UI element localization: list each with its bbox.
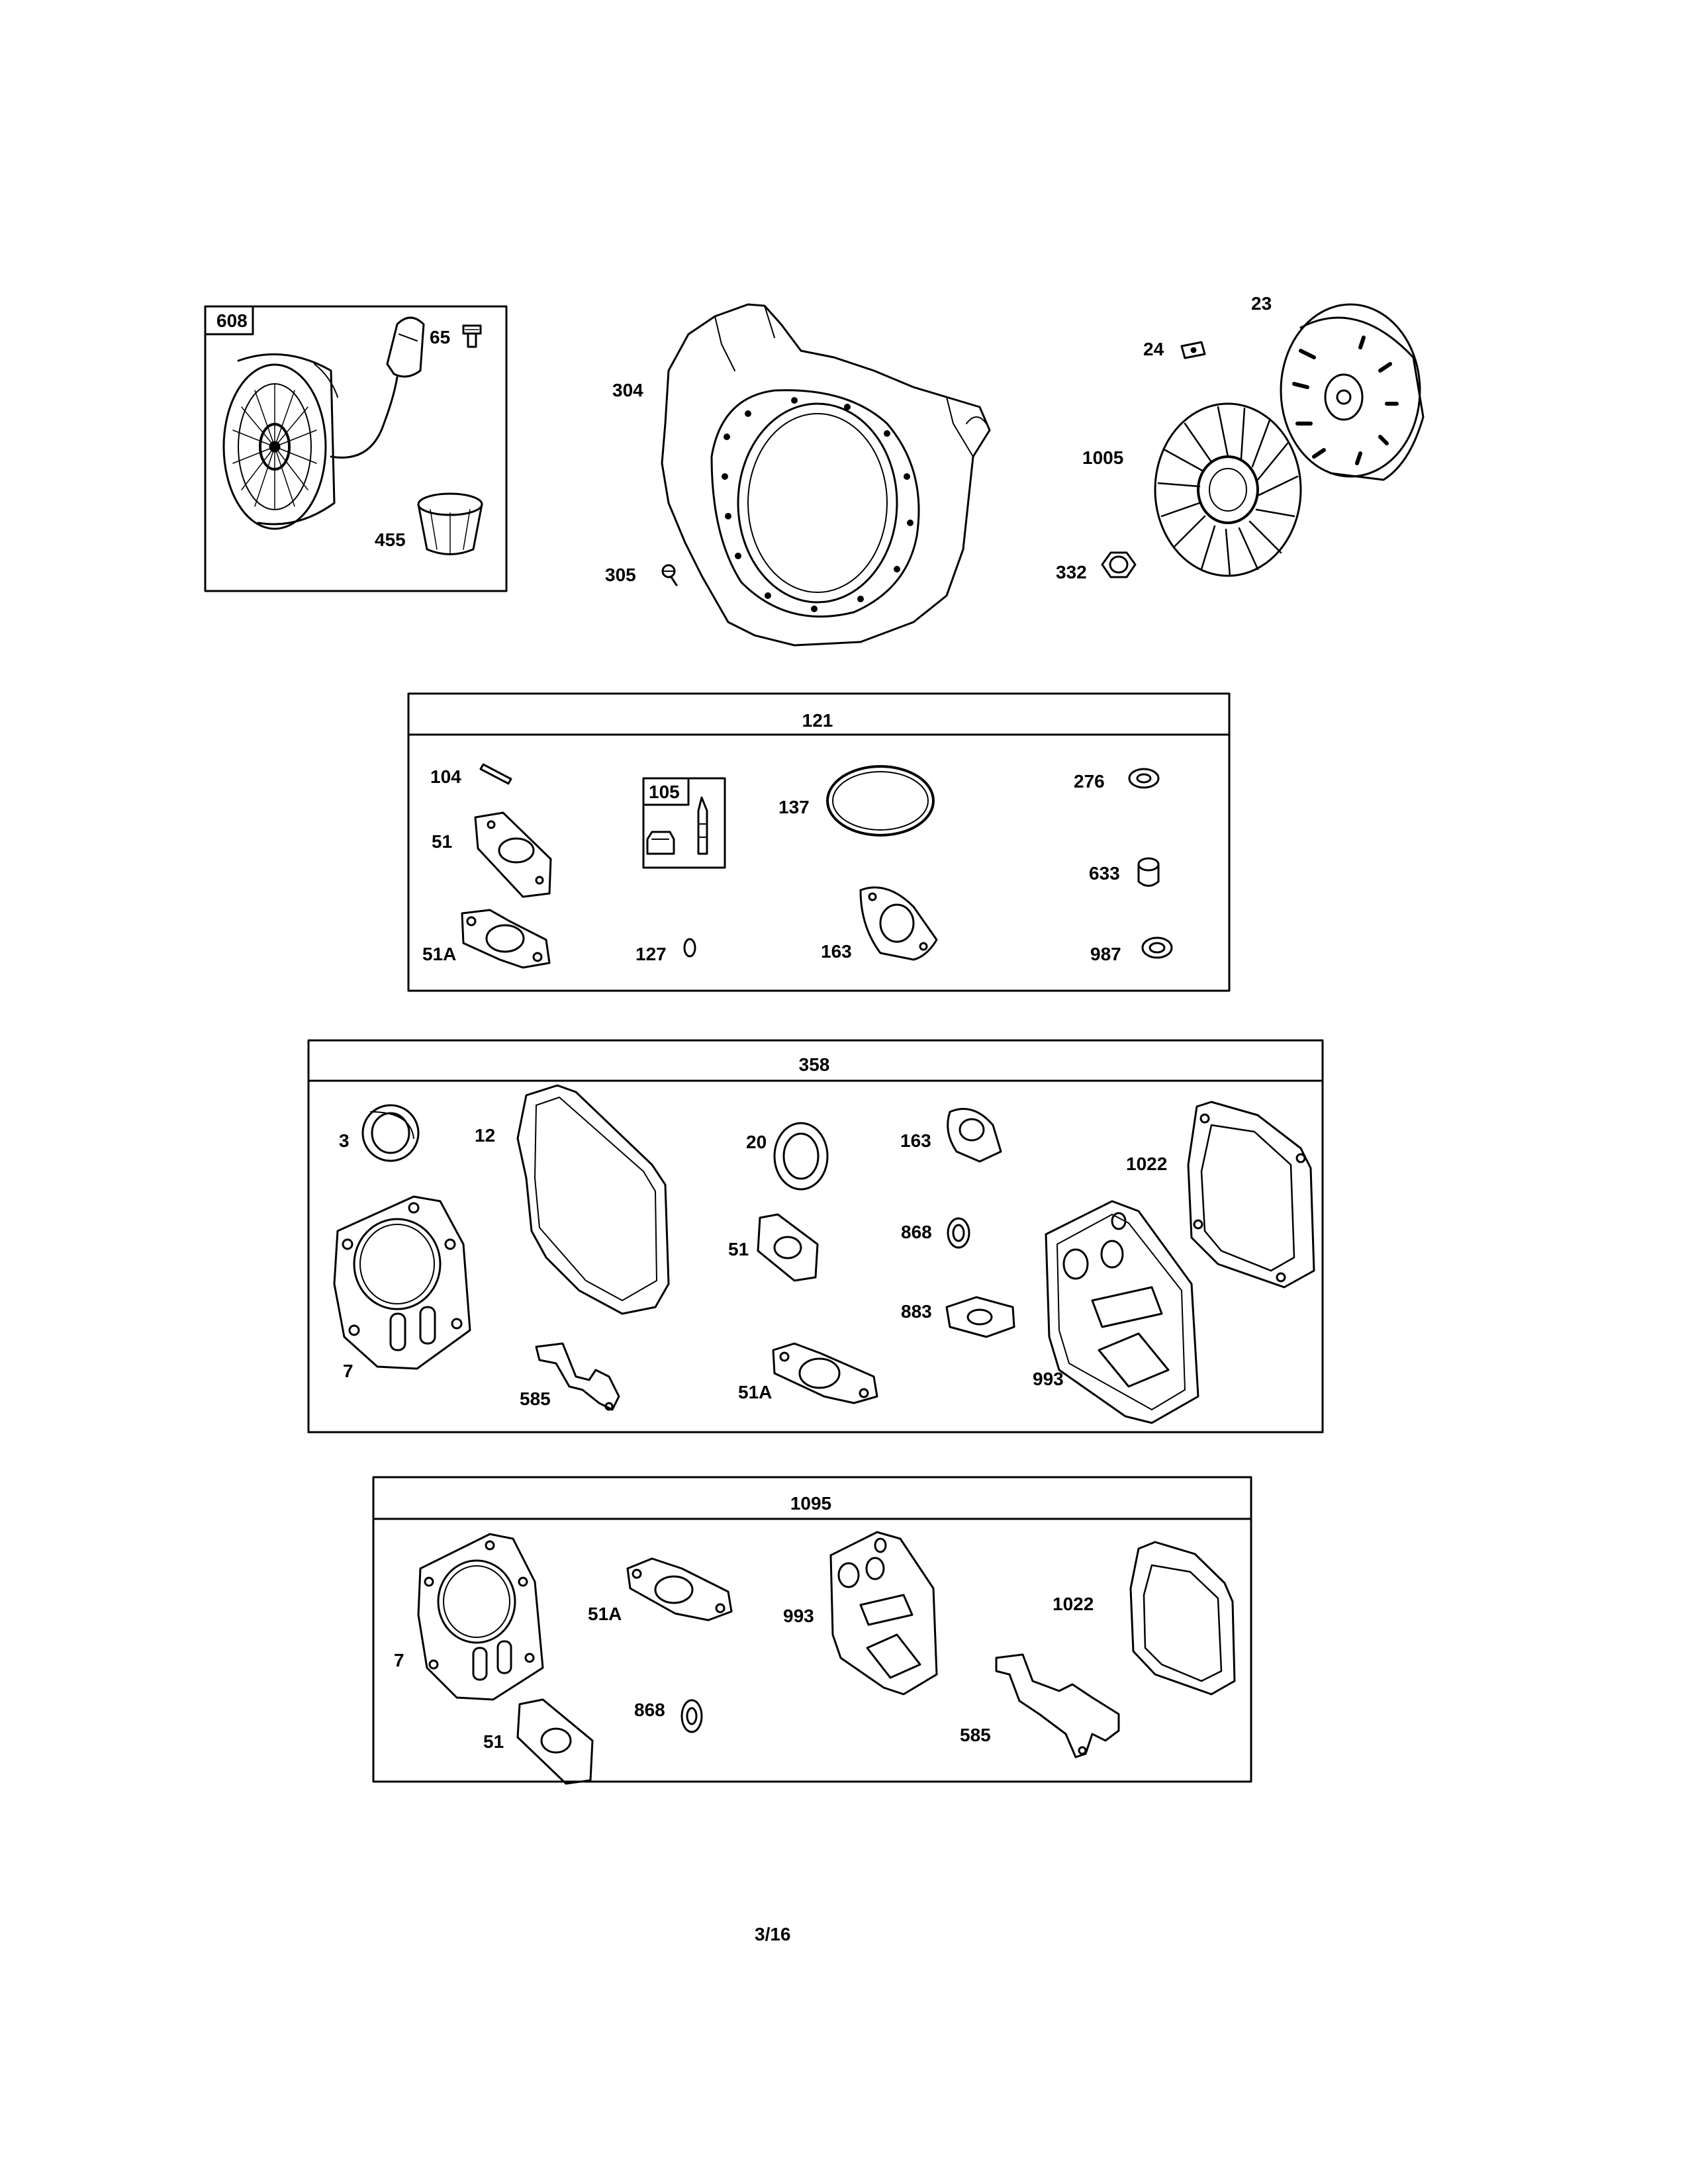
part-label-1005: 1005 bbox=[1082, 447, 1124, 468]
starter-box-number: 608 bbox=[216, 310, 248, 331]
kit-1095-parts-drawing bbox=[417, 1531, 1236, 1785]
recoil-starter-drawing bbox=[222, 316, 425, 530]
part-label-127: 127 bbox=[635, 944, 667, 964]
fan-1005-drawing bbox=[1154, 402, 1302, 577]
part-label-987: 987 bbox=[1090, 944, 1121, 964]
kit-1095-title: 1095 bbox=[790, 1493, 832, 1514]
part-label-51-1095: 51 bbox=[483, 1731, 504, 1752]
cup-455-drawing bbox=[417, 492, 483, 555]
part-label-883: 883 bbox=[901, 1301, 932, 1322]
part-label-3: 3 bbox=[339, 1130, 350, 1151]
blower-housing-drawing bbox=[661, 303, 991, 647]
key-24-drawing bbox=[1180, 341, 1206, 359]
part-label-1022: 1022 bbox=[1126, 1154, 1168, 1174]
screw-305-drawing bbox=[661, 564, 678, 586]
kit-121-title: 121 bbox=[802, 710, 833, 731]
flywheel-23-drawing bbox=[1280, 303, 1425, 481]
part-label-104: 104 bbox=[430, 766, 461, 787]
starter-box bbox=[204, 305, 508, 592]
part-label-24: 24 bbox=[1143, 339, 1164, 359]
kit-358-box bbox=[307, 1039, 1324, 1433]
part-label-137: 137 bbox=[778, 797, 810, 817]
part-label-585: 585 bbox=[520, 1388, 551, 1409]
part-label-51a: 51A bbox=[422, 944, 457, 964]
part-label-51-358: 51 bbox=[728, 1239, 749, 1259]
kit-121-inner-box-number: 105 bbox=[649, 782, 680, 802]
part-label-304: 304 bbox=[612, 380, 643, 400]
kit-358-parts-drawing bbox=[333, 1084, 1315, 1424]
part-label-51a-1095: 51A bbox=[588, 1604, 622, 1624]
part-label-633: 633 bbox=[1089, 863, 1120, 884]
part-label-868-1095: 868 bbox=[634, 1700, 665, 1720]
part-label-1022-1095: 1022 bbox=[1053, 1594, 1094, 1614]
kit-1095-box bbox=[372, 1476, 1252, 1783]
part-label-993-1095: 993 bbox=[783, 1606, 814, 1626]
part-label-993: 993 bbox=[1033, 1369, 1064, 1389]
part-label-332: 332 bbox=[1056, 562, 1087, 582]
part-label-7-1095: 7 bbox=[394, 1650, 404, 1670]
part-label-163: 163 bbox=[821, 941, 852, 962]
part-label-51a-358: 51A bbox=[738, 1382, 773, 1402]
part-label-65: 65 bbox=[430, 327, 451, 347]
part-label-7: 7 bbox=[343, 1361, 353, 1381]
kit-121-box bbox=[407, 692, 1231, 992]
bolt-65-drawing bbox=[462, 324, 482, 348]
part-label-305: 305 bbox=[605, 565, 636, 585]
part-label-12: 12 bbox=[475, 1125, 496, 1146]
part-label-51: 51 bbox=[432, 831, 453, 852]
part-label-163-358: 163 bbox=[900, 1130, 931, 1151]
page-number: 3/16 bbox=[755, 1924, 791, 1944]
nut-332-drawing bbox=[1101, 551, 1137, 578]
part-label-585-1095: 585 bbox=[960, 1725, 991, 1745]
part-label-276: 276 bbox=[1074, 771, 1105, 792]
part-label-455: 455 bbox=[375, 529, 406, 550]
part-label-868: 868 bbox=[901, 1222, 932, 1242]
kit-121-parts-drawing bbox=[461, 763, 1173, 969]
part-label-23: 23 bbox=[1251, 293, 1272, 314]
part-label-20: 20 bbox=[746, 1132, 767, 1152]
kit-358-title: 358 bbox=[798, 1054, 830, 1075]
